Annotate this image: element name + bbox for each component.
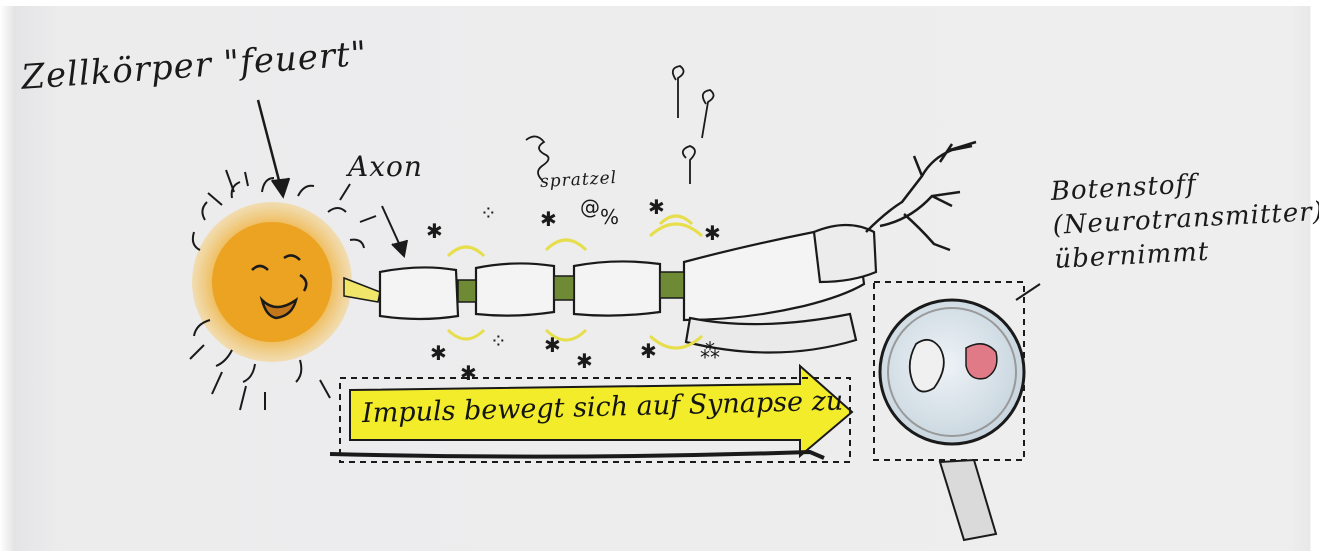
svg-text:⁂: ⁂ xyxy=(700,339,720,363)
svg-text:⁘: ⁘ xyxy=(490,329,507,353)
neurotransmitter-label: Botenstoff (Neurotransmitter) übernimmt xyxy=(1050,161,1319,277)
svg-text:✱: ✱ xyxy=(544,333,561,357)
svg-text:✱: ✱ xyxy=(430,341,447,365)
svg-text:✱: ✱ xyxy=(648,195,665,219)
axon xyxy=(380,225,876,353)
svg-text:✱: ✱ xyxy=(460,361,477,385)
sizzle-label: spratzel xyxy=(540,168,618,192)
svg-text:✱: ✱ xyxy=(426,219,443,243)
sizzle-squiggle xyxy=(526,66,714,184)
pointer-arrow-cell xyxy=(258,100,289,196)
magnifier xyxy=(874,282,1040,540)
svg-text:✱: ✱ xyxy=(576,349,593,373)
svg-text:✱: ✱ xyxy=(704,221,721,245)
bottom-border xyxy=(0,551,1319,557)
svg-text:@: @ xyxy=(580,195,600,219)
svg-text:⁘: ⁘ xyxy=(480,201,497,225)
pointer-arrow-axon xyxy=(382,206,407,256)
svg-text:%: % xyxy=(600,205,619,229)
axon-label: Axon xyxy=(348,150,423,183)
axon-terminal xyxy=(866,142,976,250)
svg-text:✱: ✱ xyxy=(640,339,657,363)
svg-text:✱: ✱ xyxy=(540,207,557,231)
cell-body xyxy=(190,170,380,410)
